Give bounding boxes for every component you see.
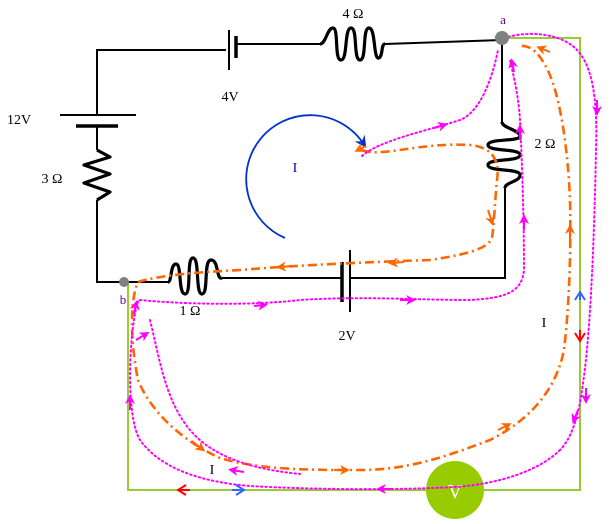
battery-4v [228, 30, 238, 70]
voltmeter-wires [127, 37, 581, 491]
voltmeter: V [426, 461, 484, 519]
current-loop-arrow [245, 114, 367, 239]
label-r-left: 3 Ω [42, 172, 63, 187]
label-current-right: I [542, 316, 547, 331]
label-current-loop: I [293, 161, 298, 176]
node-b-dot [119, 277, 129, 287]
resistor-1ohm [167, 256, 223, 296]
resistor-3ohm [82, 148, 112, 202]
battery-12v [60, 114, 136, 150]
label-r-bottom: 1 Ω [180, 304, 201, 319]
label-node-b: b [120, 292, 127, 307]
battery-2v [340, 250, 351, 312]
label-node-a: a [500, 12, 506, 27]
label-current-bottom: I [210, 463, 215, 478]
label-v-top: 4V [221, 90, 238, 105]
label-r-right: 2 Ω [535, 137, 556, 152]
pink-current-path [125, 32, 602, 494]
node-a-dot [495, 31, 509, 45]
circuit-wires [96, 39, 506, 283]
resistor-4ohm [319, 26, 386, 62]
label-r-top: 4 Ω [343, 7, 364, 22]
voltmeter-current-arrows [176, 290, 586, 496]
label-v-left: 12V [7, 113, 31, 128]
voltmeter-label: V [448, 481, 463, 503]
label-v-bottom: 2V [338, 329, 355, 344]
orange-current-path [130, 44, 575, 475]
